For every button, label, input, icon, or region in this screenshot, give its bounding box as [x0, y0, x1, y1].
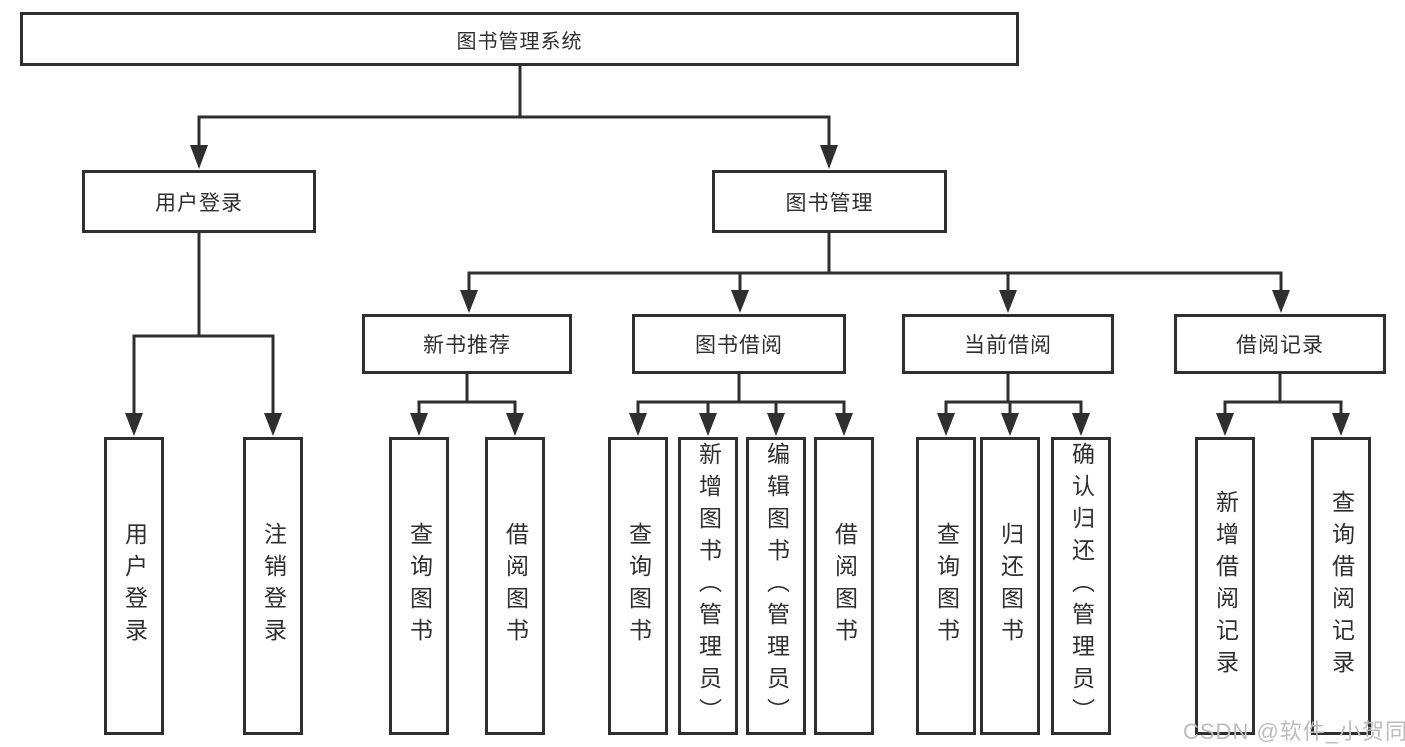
leaf-confirm-return-admin: 确认归还（管理员） [1051, 437, 1111, 735]
leaf-edit-books-admin: 编辑图书（管理员） [746, 437, 806, 735]
leaf-confirm-return-admin-label: 确认归还（管理员） [1068, 442, 1095, 730]
watermark: CSDN @软件_小贺同学 [1183, 719, 1405, 744]
node-new-book-recommend: 新书推荐 [362, 314, 572, 374]
node-book-management-label: 图书管理 [785, 191, 874, 215]
leaf-borrow-books-recommend-label: 借阅图书 [502, 522, 529, 650]
leaf-query-books-recommend-label: 查询图书 [406, 522, 433, 650]
node-borrow-records-label: 借阅记录 [1236, 334, 1324, 357]
leaf-add-borrow-record: 新增借阅记录 [1195, 437, 1255, 735]
leaf-add-books-admin: 新增图书（管理员） [678, 437, 738, 735]
leaf-query-books-borrow: 查询图书 [608, 437, 668, 735]
node-book-borrow-label: 图书借阅 [695, 334, 783, 357]
node-book-management: 图书管理 [712, 170, 947, 233]
leaf-borrow-books: 借阅图书 [814, 437, 874, 735]
leaf-logout: 注销登录 [243, 437, 303, 735]
connector-lines [132, 66, 1343, 415]
leaf-edit-books-admin-label: 编辑图书（管理员） [763, 442, 790, 730]
node-borrow-records: 借阅记录 [1174, 314, 1386, 374]
leaf-query-borrow-record: 查询借阅记录 [1311, 437, 1371, 735]
leaf-query-books-borrow-label: 查询图书 [625, 522, 652, 650]
node-user-login-label: 用户登录 [155, 191, 243, 215]
node-new-book-recommend-label: 新书推荐 [423, 334, 511, 357]
leaf-user-login: 用户登录 [104, 437, 164, 735]
node-current-borrow-label: 当前借阅 [964, 334, 1052, 357]
leaf-return-books: 归还图书 [980, 437, 1040, 735]
leaf-query-books-recommend: 查询图书 [389, 437, 449, 735]
leaf-query-borrow-record-label: 查询借阅记录 [1328, 490, 1355, 682]
leaf-query-books-current: 查询图书 [916, 437, 976, 735]
leaf-add-books-admin-label: 新增图书（管理员） [695, 442, 722, 730]
leaf-query-books-current-label: 查询图书 [933, 522, 960, 650]
node-root: 图书管理系统 [20, 12, 1019, 66]
leaf-borrow-books-label: 借阅图书 [831, 522, 858, 650]
leaf-borrow-books-recommend: 借阅图书 [485, 437, 545, 735]
leaf-logout-label: 注销登录 [260, 522, 287, 650]
node-root-label: 图书管理系统 [456, 30, 583, 53]
node-book-borrow: 图书借阅 [632, 314, 846, 374]
node-current-borrow: 当前借阅 [902, 314, 1114, 374]
leaf-add-borrow-record-label: 新增借阅记录 [1212, 490, 1239, 682]
leaf-user-login-label: 用户登录 [121, 522, 148, 650]
leaf-return-books-label: 归还图书 [997, 522, 1024, 650]
node-user-login: 用户登录 [82, 170, 316, 233]
arrow-heads [125, 145, 1350, 436]
